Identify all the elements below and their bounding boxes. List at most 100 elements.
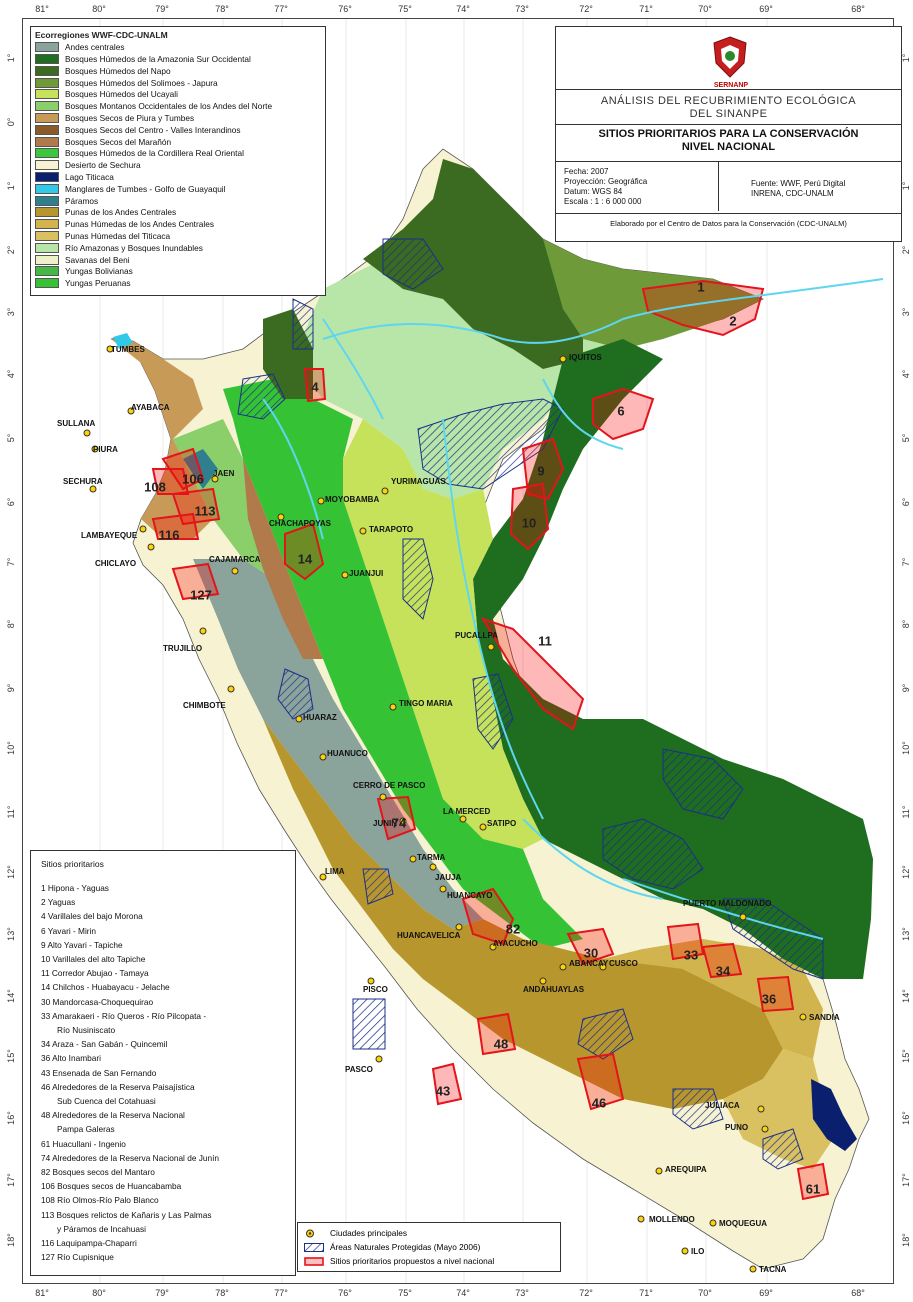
ecoregion-legend: Ecorregiones WWF-CDC-UNALM Andes central… bbox=[30, 26, 326, 296]
ecoregion-swatch bbox=[35, 124, 59, 135]
priority-site-item: 30 Mandorcasa-Choquequirao bbox=[41, 996, 154, 1007]
ecoregion-label: Bosques Secos del Centro - Valles Intera… bbox=[65, 124, 241, 135]
ecoregion-label: Yungas Bolivianas bbox=[65, 266, 133, 277]
city-label-pucallpa: PUCALLPA bbox=[455, 631, 498, 640]
city-label-tarapoto: TARAPOTO bbox=[369, 525, 414, 534]
site-number-113: 113 bbox=[194, 503, 216, 519]
lon-tick: 73° bbox=[515, 4, 529, 14]
priority-site-item: 113 Bosques relictos de Kañaris y Las Pa… bbox=[41, 1209, 212, 1220]
region-bosques-secos-maranon bbox=[243, 459, 323, 659]
city-label-moyobamba: MOYOBAMBA bbox=[325, 495, 380, 504]
title-box: SERNANP ANÁLISIS DEL RECUBRIMIENTO ECOLÓ… bbox=[555, 26, 902, 242]
site-number-127: 127 bbox=[190, 587, 212, 603]
lon-tick: 80° bbox=[92, 1288, 106, 1298]
ecoregion-legend-item: Bosques Húmedos del Napo bbox=[35, 65, 171, 77]
lat-tick: 10° bbox=[6, 741, 16, 755]
city-label-junin: JUNIN bbox=[373, 819, 398, 828]
symbol-legend: Ciudades principales Áreas Naturales Pro… bbox=[297, 1222, 561, 1272]
site-number-108: 108 bbox=[144, 479, 166, 495]
lat-tick: 18° bbox=[901, 1233, 911, 1247]
region-solimoes bbox=[543, 239, 763, 349]
lon-tick: 76° bbox=[338, 4, 352, 14]
lat-tick: 7° bbox=[6, 557, 16, 567]
ecoregion-label: Bosques Secos del Marañón bbox=[65, 136, 172, 147]
city-label-andahuaylas: ANDAHUAYLAS bbox=[523, 985, 585, 994]
city-markers bbox=[83, 345, 807, 1273]
priority-site-item: 116 Laquipampa-Chaparri bbox=[41, 1238, 137, 1248]
city-label-yurimaguas: YURIMAGUAS bbox=[391, 477, 446, 486]
region-yungas bbox=[223, 379, 583, 949]
site-number-116: 116 bbox=[158, 527, 180, 543]
ecoregion-legend-item: Páramos bbox=[35, 195, 98, 206]
ecoregion-legend-item: Yungas Bolivianas bbox=[35, 266, 133, 277]
city-label-tacna: TACNA bbox=[759, 1265, 787, 1274]
site-number-106: 106 bbox=[182, 471, 204, 487]
map-credit: Elaborado por el Centro de Datos para la… bbox=[610, 219, 847, 228]
lon-tick: 72° bbox=[579, 1288, 593, 1298]
longitude-axis-bottom: 81° 80° 79° 78° 77° 76° 75° 74° 73° 72° … bbox=[0, 1282, 913, 1302]
source-line1: Fuente: WWF, Perú Digital bbox=[751, 179, 846, 188]
ecoregion-swatch bbox=[35, 207, 59, 218]
lon-tick: 81° bbox=[35, 1288, 49, 1298]
city-label-iquitos: IQUITOS bbox=[569, 353, 602, 362]
priority-site-item: 74 Alrededores de la Reserva Nacional de… bbox=[41, 1152, 220, 1163]
lat-tick: 4° bbox=[6, 369, 16, 379]
lon-tick: 80° bbox=[92, 4, 106, 14]
ecoregion-swatch bbox=[35, 54, 59, 65]
longitude-axis-top: 81° 80° 79° 78° 77° 76° 75° 74° 73° 72° … bbox=[0, 0, 913, 20]
ecoregion-label: Bosques Húmedos del Ucayali bbox=[65, 89, 178, 100]
city-label-lima: LIMA bbox=[325, 867, 345, 876]
lat-tick: 14° bbox=[6, 989, 16, 1003]
sernanp-logo bbox=[713, 36, 747, 78]
site-number-11: 11 bbox=[538, 633, 552, 649]
region-manglares bbox=[113, 333, 133, 349]
city-label-chiclayo: CHICLAYO bbox=[95, 559, 137, 568]
ecoregion-swatch bbox=[35, 231, 59, 242]
site-number-9: 9 bbox=[537, 463, 545, 479]
lat-tick: 1° bbox=[6, 53, 16, 63]
divider bbox=[556, 161, 901, 162]
city-label-huanuco: HUANUCO bbox=[327, 749, 368, 758]
priority-site-item: Pampa Galeras bbox=[57, 1124, 115, 1135]
ecoregion-legend-item: Bosques Húmedos del Ucayali bbox=[35, 89, 178, 100]
map-title-line1: ANÁLISIS DEL RECUBRIMIENTO ECOLÓGICA bbox=[600, 95, 857, 107]
lon-tick: 71° bbox=[639, 4, 653, 14]
legend-priority-label: Sitios prioritarios propuestos a nivel n… bbox=[330, 1256, 495, 1266]
protected-area-icon bbox=[304, 1242, 324, 1252]
region-punas-centrales bbox=[263, 719, 783, 1109]
ecoregion-legend-item: Bosques Húmedos de la Cordillera Real Or… bbox=[35, 148, 244, 159]
site-number-10: 10 bbox=[521, 515, 537, 531]
priority-site-item: 2 Yaguas bbox=[41, 897, 76, 908]
lon-tick: 76° bbox=[338, 1288, 352, 1298]
city-label-jauja: JAUJA bbox=[435, 873, 462, 882]
city-label-juanjui: JUANJUI bbox=[349, 569, 384, 578]
city-label-tarma: TARMA bbox=[417, 853, 446, 862]
lat-tick: 5° bbox=[6, 433, 16, 443]
ecoregion-label: Manglares de Tumbes - Golfo de Guayaquil bbox=[65, 183, 226, 194]
lon-tick: 74° bbox=[456, 1288, 470, 1298]
ecoregion-label: Bosques Húmedos del Solimoes - Japura bbox=[65, 77, 218, 88]
map-info: Fecha: 2007 Proyección: Geográfica Datum… bbox=[564, 167, 647, 207]
ecoregion-swatch bbox=[35, 113, 59, 124]
priority-site-item: 108 Río Olmos-Río Palo Blanco bbox=[41, 1195, 159, 1206]
lat-tick: 5° bbox=[901, 433, 911, 443]
priority-sites-title: Sitios prioritarios bbox=[41, 859, 104, 869]
lon-tick: 75° bbox=[398, 1288, 412, 1298]
site-number-43: 43 bbox=[435, 1083, 451, 1099]
lat-tick: 1° bbox=[6, 181, 16, 191]
city-label-cusco: CUSCO bbox=[609, 959, 638, 968]
site-number-2: 2 bbox=[729, 313, 737, 329]
priority-site-item: 43 Ensenada de San Fernando bbox=[41, 1067, 157, 1078]
lat-tick: 3° bbox=[6, 307, 16, 317]
lon-tick: 74° bbox=[456, 4, 470, 14]
priority-site-item: 9 Alto Yavari - Tapiche bbox=[41, 939, 123, 950]
city-label-jaen: JAEN bbox=[213, 469, 235, 478]
site-number-33: 33 bbox=[683, 947, 699, 963]
city-label-abancay: ABANCAY bbox=[569, 959, 609, 968]
latitude-axis-left: 1° 0° 1° 2° 3° 4° 5° 6° 7° 8° 9° 10° 11°… bbox=[0, 0, 22, 1302]
divider bbox=[718, 161, 719, 211]
legend-row-protected: Áreas Naturales Protegidas (Mayo 2006) bbox=[304, 1241, 480, 1253]
lat-tick: 10° bbox=[901, 741, 911, 755]
lat-tick: 15° bbox=[901, 1049, 911, 1063]
ecoregion-swatch bbox=[35, 148, 59, 159]
